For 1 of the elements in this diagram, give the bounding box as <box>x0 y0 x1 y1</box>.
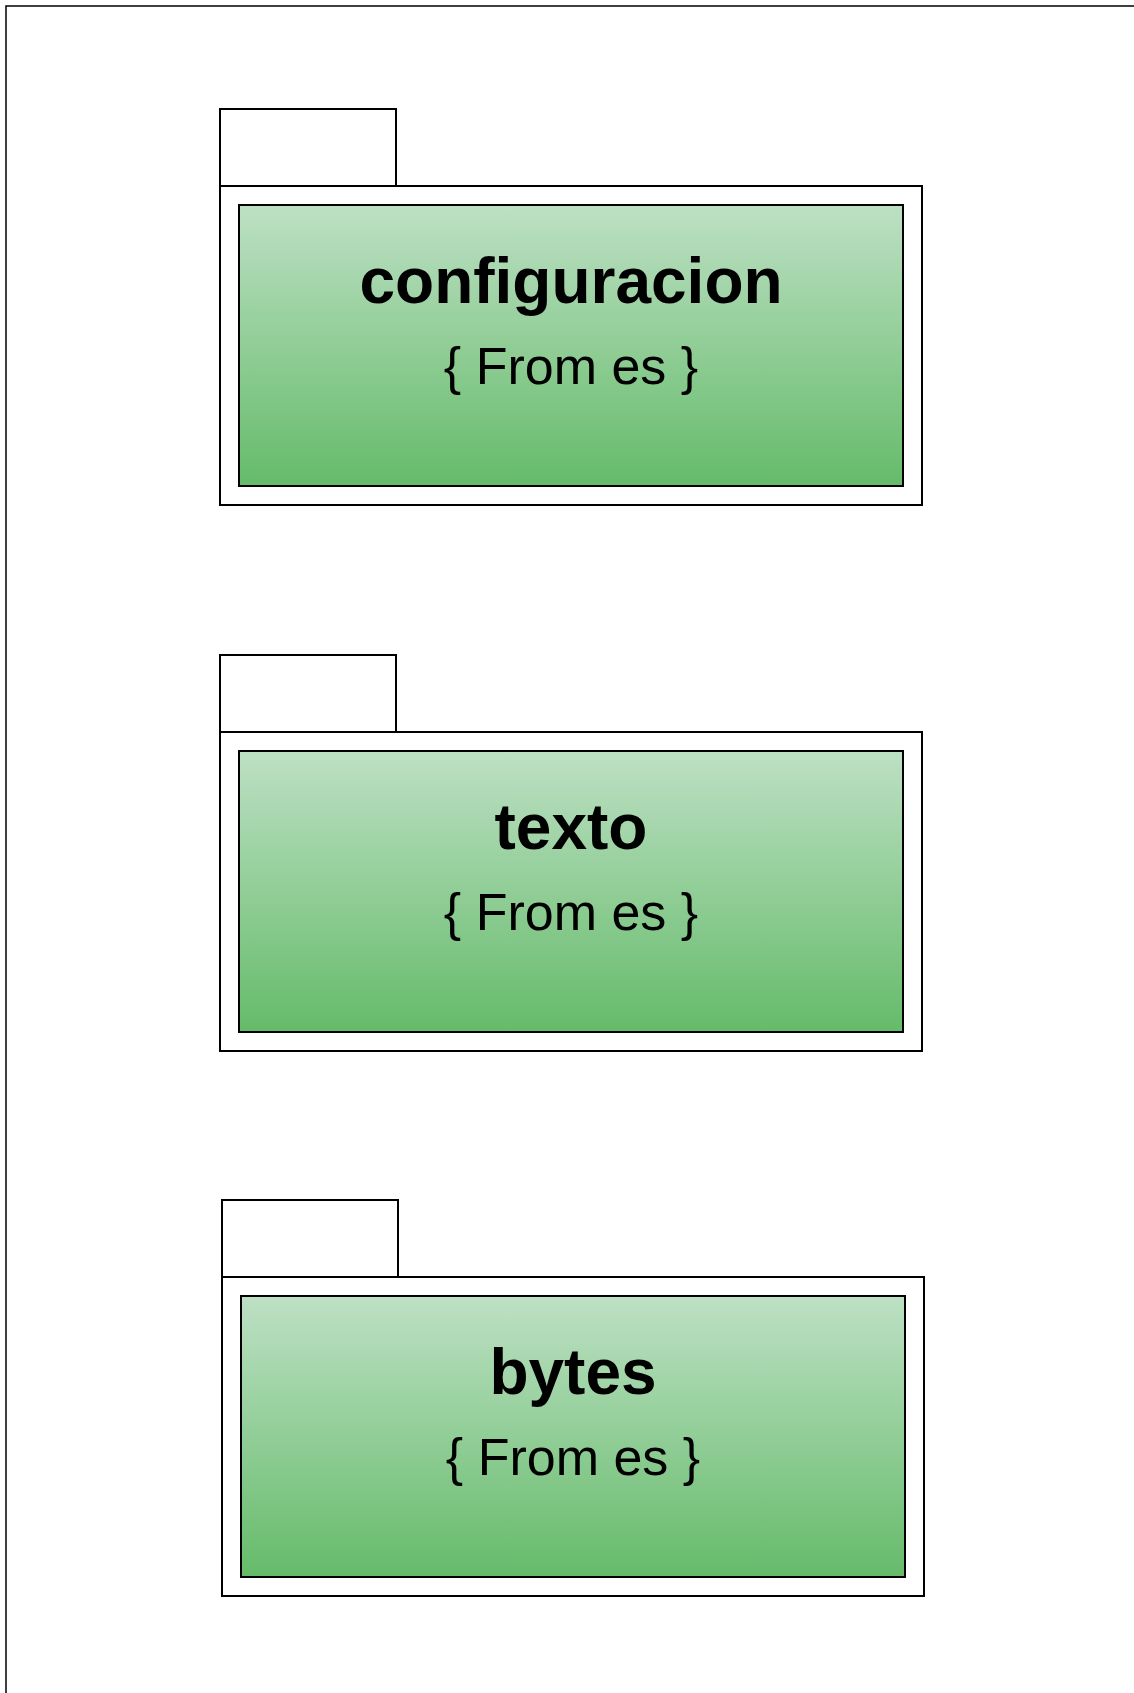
package-name: texto <box>493 795 649 859</box>
